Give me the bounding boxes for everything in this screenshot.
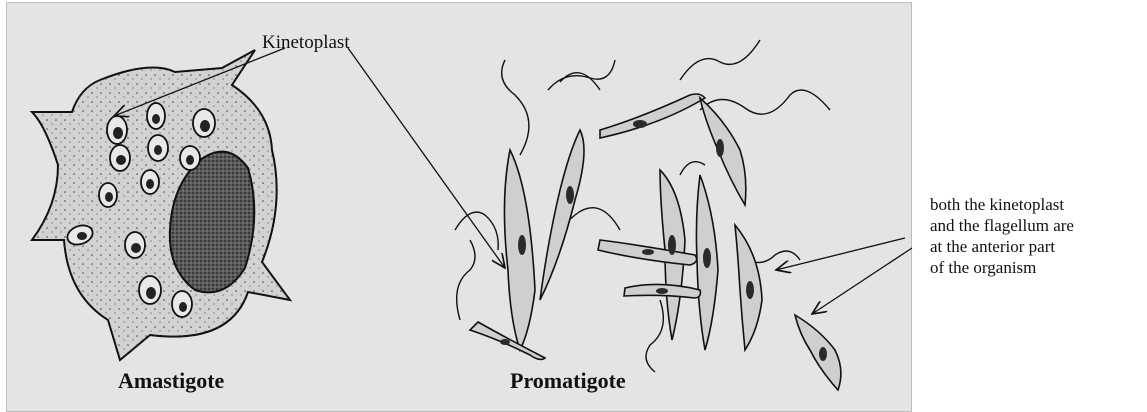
note-line: at the anterior part [930,236,1074,257]
promastigote-body [540,130,584,300]
promastigote-label: Promatigote [510,368,626,394]
amastigote-label: Amastigote [118,368,224,394]
amastigote-cell [32,50,290,360]
kinetoplast-label: Kinetoplast [262,32,350,54]
note-line: both the kinetoplast [930,194,1074,215]
promastigote-body [795,315,841,390]
promastigote-cluster [455,40,841,390]
note-line: and the flagellum are [930,215,1074,236]
kinetoplast-arrow-promastigote [348,48,505,268]
promastigote-body [600,94,705,138]
anterior-note: both the kinetoplast and the flagellum a… [930,194,1074,278]
note-line: of the organism [930,257,1074,278]
